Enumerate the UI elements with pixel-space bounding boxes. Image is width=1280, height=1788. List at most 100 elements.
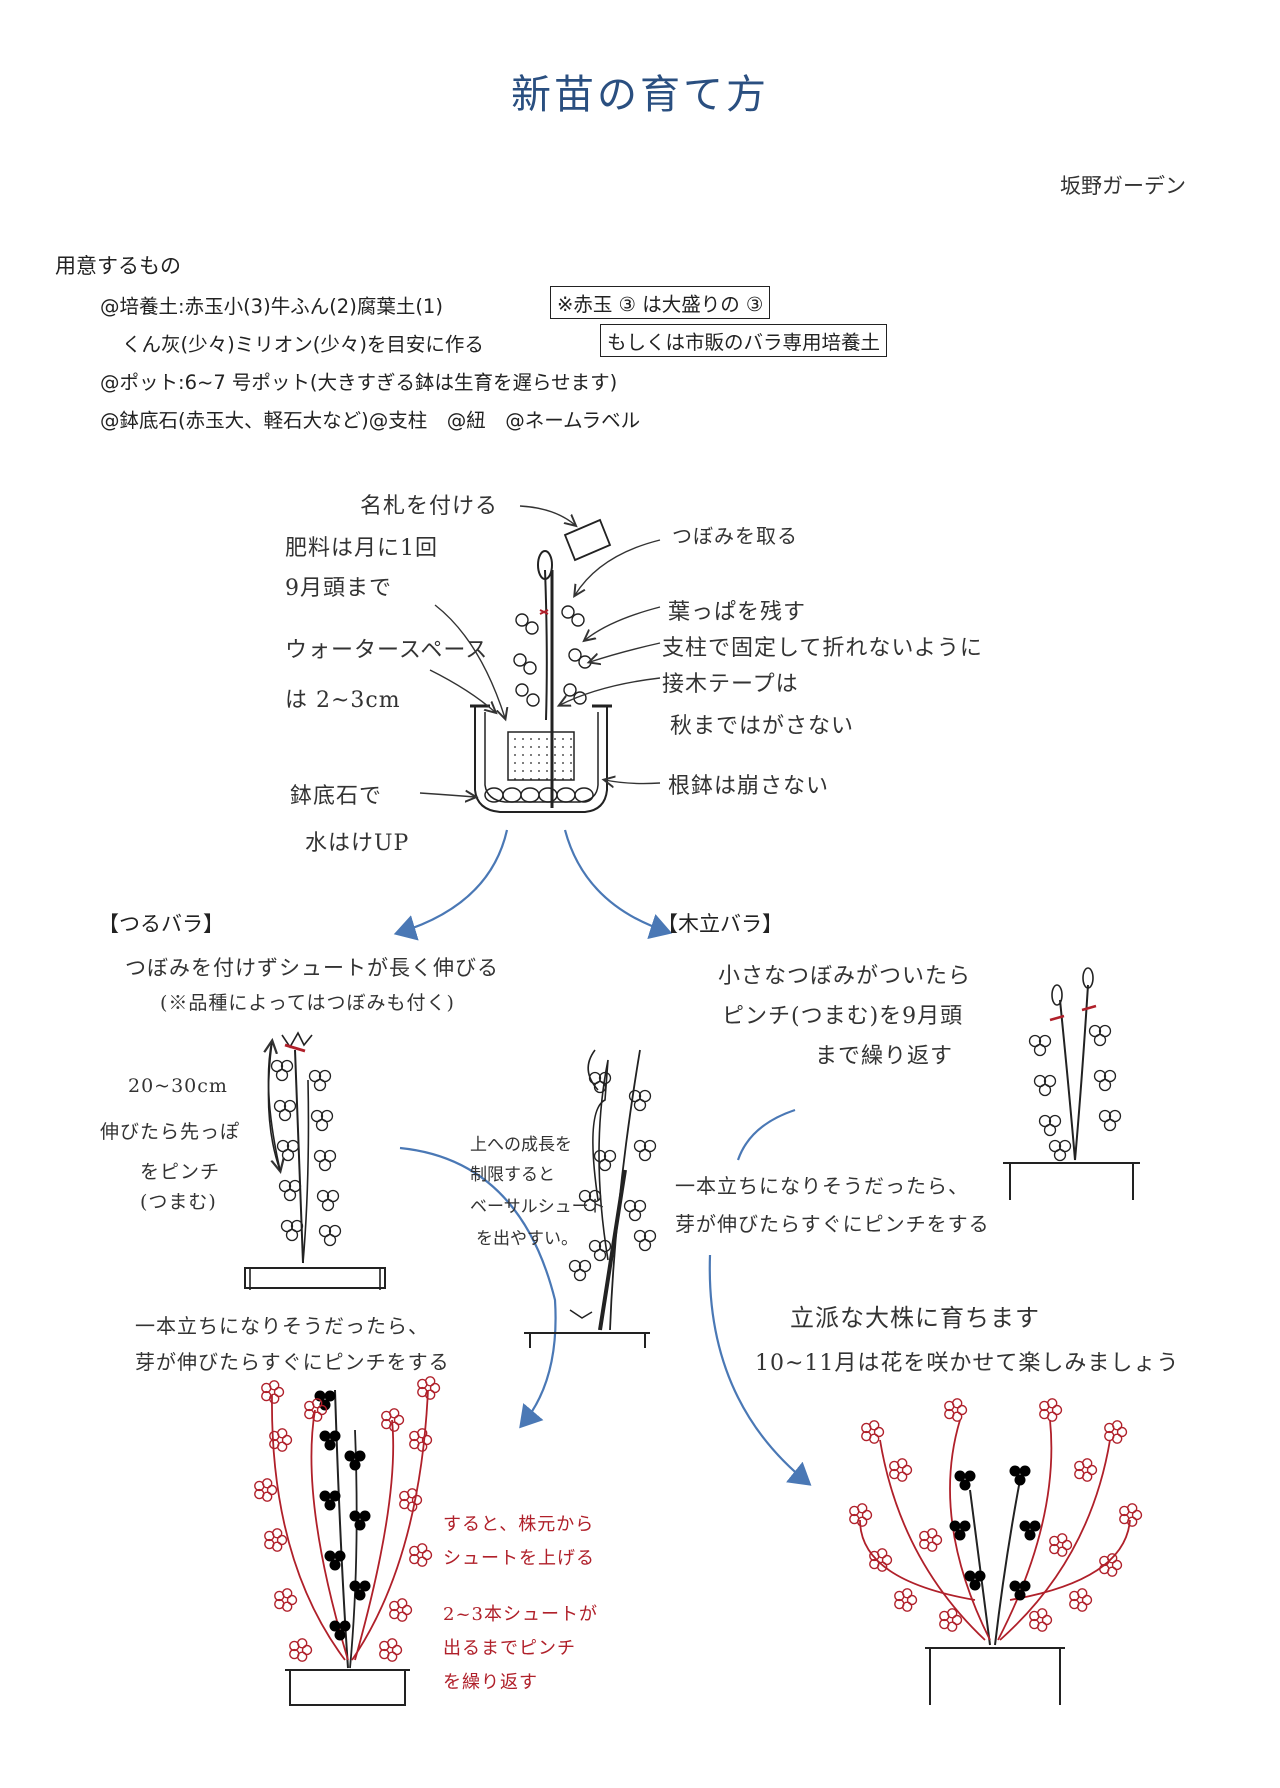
middle-note-4: を出やすい。 — [476, 1229, 578, 1249]
label-stake: 支柱で固定して折れないように — [662, 636, 983, 661]
leaf — [588, 1071, 612, 1094]
flower — [269, 1428, 293, 1452]
leaf — [593, 1149, 617, 1172]
label-fertilizer-2: 9月頭まで — [285, 576, 392, 601]
leaf — [308, 1069, 332, 1092]
leaf — [1093, 1069, 1117, 1092]
prep-soil-note: ※赤玉 ③ は大盛りの ③ — [550, 286, 771, 319]
bush-single-1: 一本立ちになりそうだったら、 — [675, 1174, 969, 1198]
leaf — [278, 1179, 302, 1202]
bush-small-leaves — [1028, 1024, 1122, 1162]
flower — [261, 1380, 285, 1404]
leaf — [949, 1520, 971, 1541]
climbing-pinch-2: 伸びたら先っぽ — [100, 1121, 241, 1143]
leaf — [318, 1224, 342, 1247]
leaf — [1009, 1580, 1031, 1601]
flower — [1099, 1553, 1123, 1577]
climbing-basal-1: すると、株元から — [443, 1514, 595, 1535]
leaf — [623, 1199, 647, 1222]
prep-materials-line: @鉢底石(赤玉大、軽石大など)@支柱 @紐 @ネームラベル — [100, 409, 641, 432]
bush-result-2: 10~11月は花を咲かせて楽しみましょう — [755, 1351, 1180, 1376]
bush-note-2: ピンチ(つまむ)を9月頭 — [722, 1004, 964, 1029]
bush-heading: 【木立バラ】 — [657, 912, 783, 936]
prep-commercial-note: もしくは市販のバラ専用培養土 — [600, 324, 888, 357]
climbing-pinch-3: をピンチ — [140, 1161, 221, 1183]
leaf — [633, 1229, 657, 1252]
leaf — [568, 1259, 592, 1282]
leaf — [319, 1490, 341, 1511]
label-bottom-stone-1: 鉢底石で — [290, 784, 383, 809]
flower — [379, 1638, 403, 1662]
bush-note-3: まで繰り返す — [815, 1044, 954, 1069]
leaf — [273, 1099, 297, 1122]
climbing-large-flowers — [254, 1376, 441, 1662]
climbing-heading: 【つるバラ】 — [98, 912, 224, 936]
leaf — [1028, 1034, 1052, 1057]
leaf — [1038, 1114, 1062, 1137]
leaf — [1009, 1465, 1031, 1486]
arrow-to-bush-result — [708, 1254, 812, 1486]
leaf — [1019, 1520, 1041, 1541]
label-bottom-stone-2: 水はけUP — [305, 831, 410, 856]
arrow-to-bush — [563, 829, 673, 940]
bottom-stones — [484, 787, 594, 803]
bud — [537, 550, 553, 580]
climbing-basal-2: シュートを上げる — [443, 1548, 595, 1569]
leaf — [1088, 1024, 1112, 1047]
prep-additive-line: くん灰(少々)ミリオン(少々)を目安に作る — [122, 333, 484, 356]
flower — [389, 1598, 413, 1622]
flower — [1039, 1398, 1063, 1422]
leaf — [344, 1450, 366, 1471]
prep-heading: 用意するもの — [55, 254, 181, 278]
flower — [304, 1398, 328, 1422]
flower — [849, 1503, 873, 1527]
bush-note-1: 小さなつぼみがついたら — [718, 964, 972, 989]
leaf — [329, 1620, 351, 1641]
flower — [274, 1588, 298, 1612]
label-name-tag: 名札を付ける — [360, 494, 499, 519]
leaf — [954, 1470, 976, 1491]
flower — [409, 1543, 433, 1567]
pot-leaves — [513, 605, 592, 707]
climbing-repeat-3: を繰り返す — [443, 1672, 538, 1693]
flower — [939, 1608, 963, 1632]
leaf — [1033, 1074, 1057, 1097]
climbing-note-2: (※品種によってはつぼみも付く) — [160, 992, 455, 1014]
climbing-rose-small — [244, 1031, 386, 1290]
leaf — [578, 1189, 602, 1212]
arrow-to-climbing — [393, 829, 509, 941]
flower — [894, 1588, 918, 1612]
middle-note-3: ベーサルシュート — [470, 1197, 606, 1217]
leaf — [324, 1550, 346, 1571]
leaf — [313, 1149, 337, 1172]
flower — [889, 1458, 913, 1482]
label-root-ball: 根鉢は崩さない — [668, 774, 830, 799]
root-ball — [507, 731, 575, 781]
bush-single-2: 芽が伸びたらすぐにピンチをする — [675, 1212, 990, 1236]
prep-pot-line: @ポット:6~7 号ポット(大きすぎる鉢は生育を遅らせます) — [100, 371, 618, 394]
middle-rose — [524, 1049, 650, 1348]
flower — [381, 1408, 405, 1432]
middle-note-1: 上への成長を — [470, 1135, 572, 1155]
flower — [1049, 1533, 1073, 1557]
author-name: 坂野ガーデン — [1060, 174, 1186, 198]
leaf — [964, 1570, 986, 1591]
leaf — [628, 1089, 652, 1112]
leaf — [349, 1580, 371, 1601]
name-tag — [563, 518, 612, 562]
bush-rose-large — [859, 1419, 1131, 1705]
flower — [1029, 1608, 1053, 1632]
climbing-pinch-4: (つまむ) — [140, 1191, 217, 1213]
climbing-rose-large — [271, 1389, 429, 1706]
climbing-small-leaves — [270, 1059, 342, 1247]
leaf — [276, 1139, 300, 1162]
leaf — [316, 1189, 340, 1212]
flower — [861, 1420, 885, 1444]
climbing-pinch-1: 20~30cm — [128, 1075, 228, 1097]
flower — [869, 1548, 893, 1572]
bush-result-1: 立派な大株に育ちます — [790, 1304, 1040, 1332]
label-water-space-2: は 2~3cm — [285, 688, 401, 713]
arrow-bush-curve — [736, 1108, 796, 1161]
page-title: 新苗の育て方 — [511, 72, 769, 118]
